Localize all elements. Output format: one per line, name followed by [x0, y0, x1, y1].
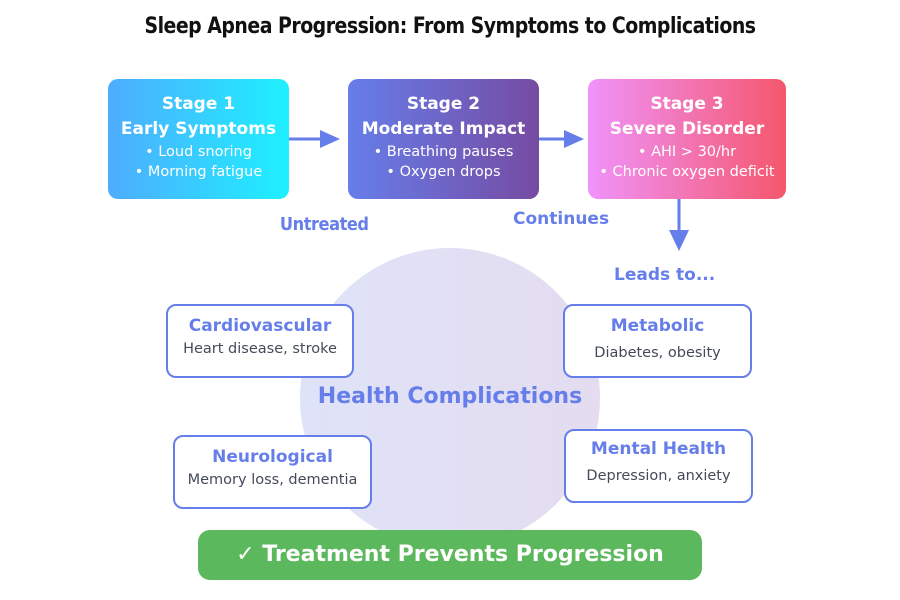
complication-neurological: Neurological Memory loss, dementia: [173, 435, 372, 509]
arrow-stage2-to-stage3: [539, 130, 584, 148]
stage-2-box: Stage 2 Moderate Impact • Breathing paus…: [348, 79, 539, 199]
complication-desc: Memory loss, dementia: [187, 472, 358, 488]
stage-bullet: • Loud snoring: [145, 144, 252, 160]
untreated-label: Untreated: [279, 214, 369, 235]
arrow-stage3-down: [669, 199, 689, 251]
complication-name: Mental Health: [590, 439, 727, 459]
stage-bullet: • Morning fatigue: [134, 164, 263, 180]
stage-name: Severe Disorder: [609, 119, 765, 139]
stage-1-box: Stage 1 Early Symptoms • Loud snoring • …: [108, 79, 289, 199]
stage-label: Stage 1: [161, 94, 236, 114]
diagram-title: Sleep Apnea Progression: From Symptoms t…: [144, 14, 756, 39]
complication-desc: Diabetes, obesity: [594, 345, 721, 361]
stage-name: Moderate Impact: [361, 119, 526, 139]
complication-name: Neurological: [212, 447, 333, 467]
continues-label: Continues: [513, 209, 610, 229]
complication-desc: Depression, anxiety: [586, 468, 731, 484]
stage-label: Stage 2: [406, 94, 481, 114]
stage-bullet: • AHI > 30/hr: [637, 144, 737, 160]
leads-to-label: Leads to...: [614, 265, 716, 285]
health-complications-label: Health Complications: [317, 384, 583, 409]
stage-bullet: • Breathing pauses: [373, 144, 514, 160]
complication-mental-health: Mental Health Depression, anxiety: [564, 429, 753, 503]
stage-bullet: • Chronic oxygen deficit: [599, 164, 775, 180]
stage-label: Stage 3: [650, 94, 724, 114]
complication-metabolic: Metabolic Diabetes, obesity: [563, 304, 752, 378]
complication-name: Metabolic: [610, 316, 705, 336]
complication-cardiovascular: Cardiovascular Heart disease, stroke: [166, 304, 354, 378]
stage-name: Early Symptoms: [120, 119, 277, 139]
treatment-banner: ✓ Treatment Prevents Progression: [198, 530, 702, 580]
stage-bullet: • Oxygen drops: [386, 164, 501, 180]
complication-desc: Heart disease, stroke: [183, 341, 337, 357]
arrow-stage1-to-stage2: [289, 130, 340, 148]
stage-3-box: Stage 3 Severe Disorder • AHI > 30/hr • …: [588, 79, 786, 199]
complication-name: Cardiovascular: [188, 316, 332, 336]
